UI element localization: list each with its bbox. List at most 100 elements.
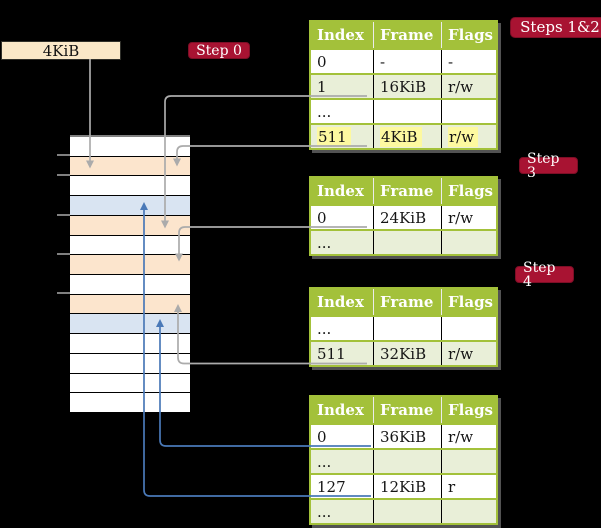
- cell-frame: [373, 315, 442, 341]
- cell-flags: r/w: [441, 73, 497, 99]
- cell-frame: 4KiB: [373, 123, 442, 149]
- cell-flags: r: [441, 473, 497, 499]
- table-row: ...: [310, 448, 497, 474]
- cell-index: 0: [310, 423, 374, 449]
- cell-text: -: [448, 52, 454, 71]
- memory-tick: [57, 253, 70, 255]
- table-row: 511 32KiB r/w: [310, 340, 497, 366]
- column-header-frame: Frame: [373, 288, 442, 316]
- cell-index: 511: [310, 123, 374, 149]
- cell-text: 0: [317, 52, 327, 71]
- cell-flags: [441, 448, 497, 474]
- column-header-frame: Frame: [373, 21, 442, 49]
- cell-text: 16KiB: [380, 77, 427, 96]
- cell-text: r: [448, 477, 456, 496]
- cell-flags: [441, 498, 497, 524]
- cell-frame: [373, 98, 442, 124]
- cell-index: 511: [310, 340, 374, 366]
- memory-frame-row-10: [70, 333, 190, 353]
- cell-text: 12KiB: [380, 477, 427, 496]
- memory-frame-row-1: [70, 155, 190, 176]
- memory-frame-row-13: [70, 392, 190, 413]
- cell-text: r/w: [448, 427, 474, 446]
- memory-frame-row-7: [70, 274, 190, 294]
- column-header-flags: Flags: [441, 177, 497, 205]
- cell-index: ...: [310, 98, 374, 124]
- memory-frame-row-0: [70, 137, 190, 156]
- table-row: ...: [310, 98, 497, 124]
- column-header-frame: Frame: [373, 177, 442, 205]
- memory-tick: [57, 154, 70, 156]
- memory-frame-row-9: [70, 313, 190, 334]
- cell-text: r/w: [448, 126, 479, 147]
- cell-frame: [373, 498, 442, 524]
- memory-tick: [57, 292, 70, 294]
- cell-text: ...: [317, 319, 332, 338]
- cell-text: 32KiB: [380, 344, 427, 363]
- cell-text: r/w: [448, 208, 474, 227]
- cell-flags: -: [441, 48, 497, 74]
- column-header-index: Index: [310, 396, 374, 424]
- badge-steps-1-2: Steps 1&2: [510, 17, 601, 38]
- cell-index: ...: [310, 498, 374, 524]
- cell-text: 0: [317, 427, 327, 446]
- cell-flags: r/w: [441, 340, 497, 366]
- cell-index: ...: [310, 229, 374, 255]
- cell-flags: r/w: [441, 423, 497, 449]
- column-header-flags: Flags: [441, 288, 497, 316]
- memory-frame-row-2: [70, 175, 190, 196]
- cell-text: ...: [317, 452, 332, 471]
- cell-text: 127: [317, 477, 346, 496]
- cell-flags: [441, 315, 497, 341]
- cell-text: -: [380, 52, 386, 71]
- table-row: ...: [310, 229, 497, 255]
- table-row: 0 36KiB r/w: [310, 423, 497, 449]
- column-header-index: Index: [310, 21, 374, 49]
- table-row: 127 12KiB r: [310, 473, 497, 499]
- memory-frame-row-11: [70, 352, 190, 373]
- cell-text: 24KiB: [380, 208, 427, 227]
- column-header-flags: Flags: [441, 396, 497, 424]
- cell-text: 0: [317, 208, 327, 227]
- table-row: 1 16KiB r/w: [310, 73, 497, 99]
- table-row: ...: [310, 315, 497, 341]
- cell-index: 0: [310, 48, 374, 74]
- table-row: ...: [310, 498, 497, 524]
- cell-text: 511: [317, 344, 346, 363]
- memory-frame-row-6: [70, 254, 190, 275]
- table-row: 0 24KiB r/w: [310, 204, 497, 230]
- cell-text: r/w: [448, 77, 474, 96]
- cell-text: ...: [317, 102, 332, 121]
- memory-tick: [57, 174, 70, 176]
- table-row: 0 - -: [310, 48, 497, 74]
- memory-frame-row-4: [70, 214, 190, 235]
- cell-flags: [441, 98, 497, 124]
- column-header-flags: Flags: [441, 21, 497, 49]
- cell-flags: r/w: [441, 204, 497, 230]
- memory-tick: [57, 214, 70, 216]
- cell-frame: 32KiB: [373, 340, 442, 366]
- cell-frame: -: [373, 48, 442, 74]
- column-header-index: Index: [310, 288, 374, 316]
- cell-frame: 36KiB: [373, 423, 442, 449]
- cell-text: ...: [317, 502, 332, 521]
- cell-frame: 24KiB: [373, 204, 442, 230]
- page-size-label: 4KiB: [42, 41, 80, 60]
- cell-text: 1: [317, 77, 327, 96]
- cell-frame: 16KiB: [373, 73, 442, 99]
- cell-index: ...: [310, 315, 374, 341]
- cell-index: ...: [310, 448, 374, 474]
- memory-frame-row-8: [70, 293, 190, 314]
- badge-step-3: Step 3: [519, 152, 578, 180]
- cell-flags: [441, 229, 497, 255]
- cell-frame: [373, 229, 442, 255]
- column-header-frame: Frame: [373, 396, 442, 424]
